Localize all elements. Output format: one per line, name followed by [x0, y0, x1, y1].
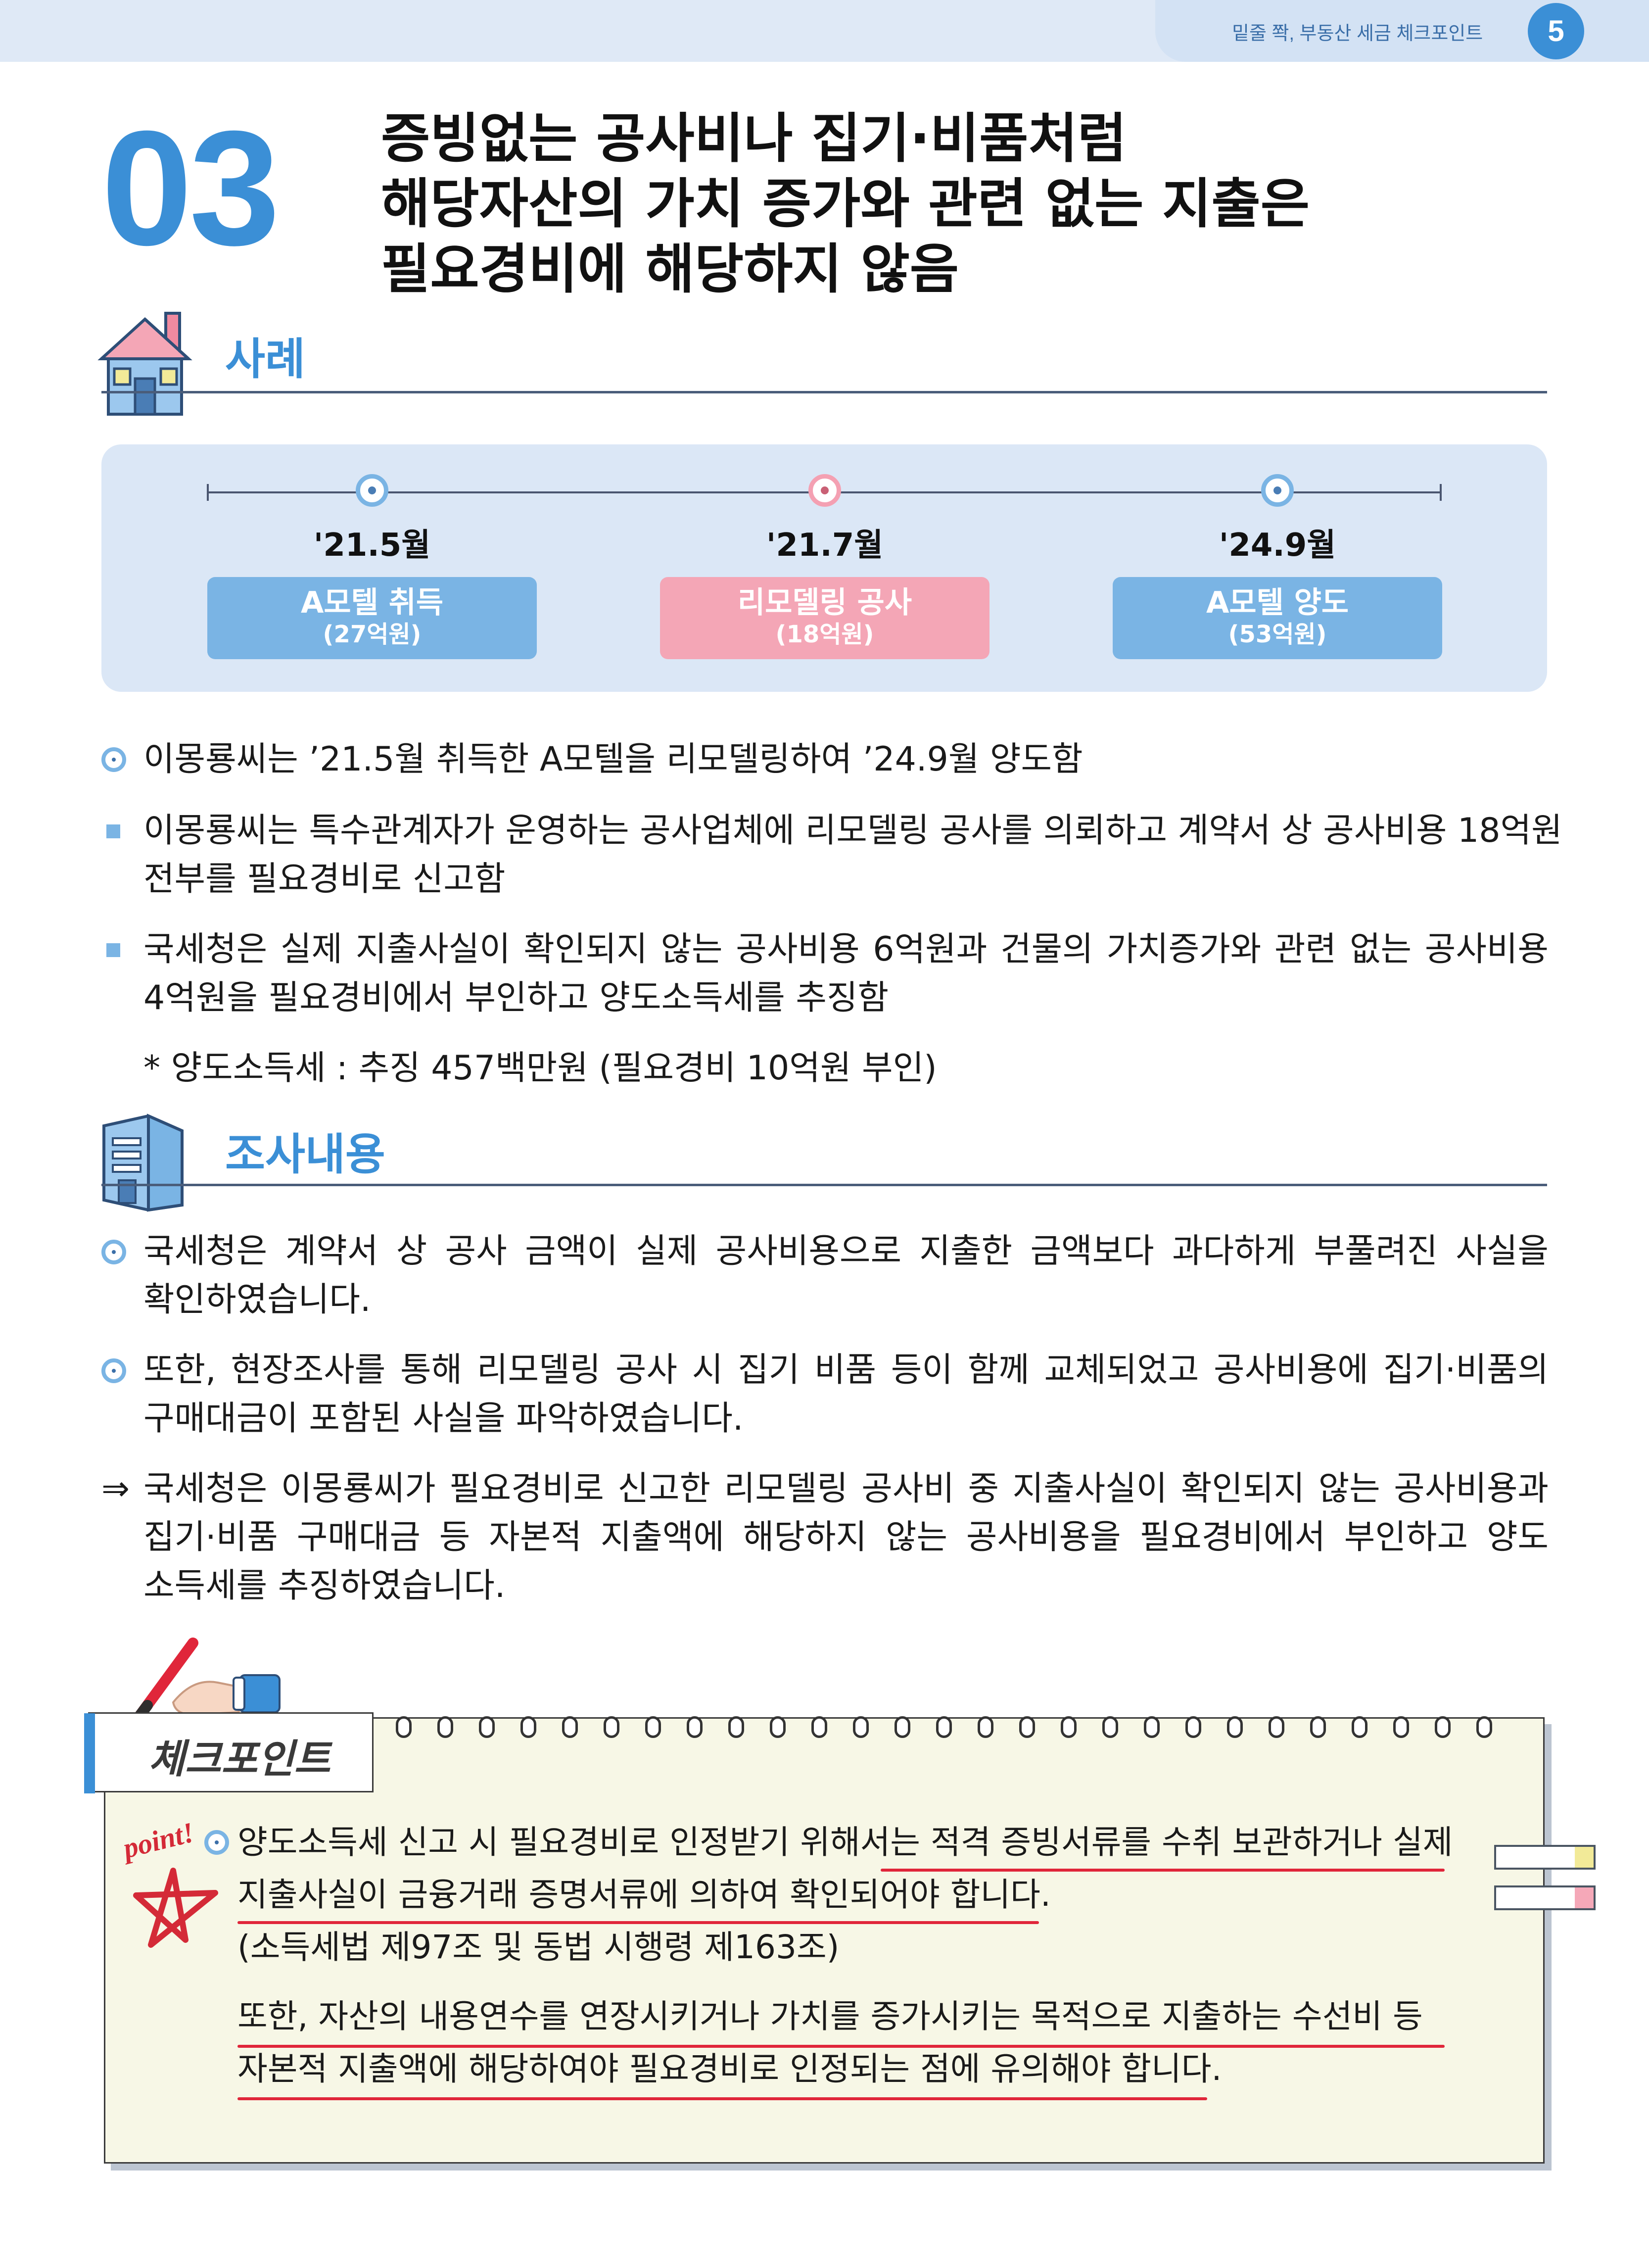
notebook-ring [1269, 1716, 1284, 1738]
building-icon [102, 1113, 184, 1212]
timeline-card-acquire: A모텔 취득 (27억원) [207, 577, 537, 659]
notebook-ring [1144, 1716, 1160, 1738]
investigation-conclusion: 국세청은 이몽룡씨가 필요경비로 신고한 리모델링 공사비 중 지출사실이 확인… [143, 1469, 1549, 1605]
bullet-circle-icon [204, 1830, 229, 1855]
section-number: 03 [101, 97, 280, 279]
timeline-dot-1 [356, 474, 388, 507]
notebook-ring [895, 1716, 910, 1738]
checkpoint-line-5: 자본적 지출액에 해당하여야 필요경비로 인정되는 점에 유의해야 합니다. [237, 2050, 1222, 2088]
house-icon [97, 312, 192, 416]
notebook-ring [1185, 1716, 1201, 1738]
notebook-ring [936, 1716, 952, 1738]
timeline-card-amount: (18억원) [775, 621, 874, 648]
notebook-ring [1061, 1716, 1077, 1738]
timeline-card-label: A모텔 양도 [1206, 585, 1349, 620]
timeline-card-amount: (53억원) [1228, 621, 1327, 648]
underline-mark [237, 2097, 1207, 2100]
notebook-ring [770, 1716, 786, 1738]
title-line-3: 필요경비에 해당하지 않음 [381, 239, 959, 300]
timeline-card-amount: (27억원) [323, 621, 422, 648]
notebook-ring [811, 1716, 827, 1738]
notebook-ring [520, 1716, 536, 1738]
side-tab-pink [1494, 1885, 1596, 1910]
page-title: 증빙없는 공사비나 집기·비품처럼 해당자산의 가치 증가와 관련 없는 지출은… [381, 106, 1310, 302]
notebook-ring [396, 1716, 412, 1738]
bullet-circle-icon [101, 747, 126, 772]
timeline-dot-2 [808, 474, 841, 507]
investigation-bullet-1: 국세청은 계약서 상 공사 금액이 실제 공사비용으로 지출한 금액보다 과다하… [143, 1232, 1549, 1319]
checkpoint-line-3: (소득세법 제97조 및 동법 시행령 제163조) [237, 1928, 840, 1966]
timeline-card-label: 리모델링 공사 [737, 585, 912, 620]
checkpoint-text: 양도소득세 신고 시 필요경비로 인정받기 위해서는 적격 증빙서류를 수취 보… [237, 1816, 1453, 2095]
notebook-ring [1435, 1716, 1451, 1738]
underline-mark [881, 1869, 1445, 1872]
notebook-ring [1393, 1716, 1409, 1738]
checkpoint-tab [88, 1712, 374, 1792]
investigation-bullet-2: 또한, 현장조사를 통해 리모델링 공사 시 집기 비품 등이 함께 교체되었고… [143, 1351, 1549, 1438]
notebook-ring [479, 1716, 495, 1738]
case-bullet-1: 이몽룡씨는 ’21.5월 취득한 A모텔을 리모델링하여 ’24.9월 양도함 [143, 740, 1083, 779]
case-bullet-2: 이몽룡씨는 특수관계자가 운영하는 공사업체에 리모델링 공사를 의뢰하고 계약… [143, 811, 1562, 899]
notebook-ring [645, 1716, 661, 1738]
case-bullet-3: 국세청은 실제 지출사실이 확인되지 않는 공사비용 6억원과 건물의 가치증가… [143, 930, 1549, 1017]
timeline-start-tick [207, 484, 209, 501]
notebook-ring [1476, 1716, 1492, 1738]
timeline-dot-3 [1261, 474, 1294, 507]
checkpoint-tab-accent [84, 1713, 95, 1793]
notebook-ring [562, 1716, 578, 1738]
checkpoint-line-2: 지출사실이 금융거래 증명서류에 의하여 확인되어야 합니다. [237, 1876, 1051, 1914]
underline-mark [237, 2045, 1445, 2048]
bullet-circle-icon [101, 1358, 126, 1383]
bullet-square-icon [106, 824, 120, 838]
case-section-divider [101, 391, 1547, 393]
timeline-end-tick [1440, 484, 1442, 501]
timeline-date-3: '24.9월 [1219, 527, 1336, 564]
notebook-ring [604, 1716, 619, 1738]
case-section-title: 사례 [225, 334, 305, 385]
timeline-card-label: A모텔 취득 [300, 585, 444, 620]
notebook-ring [1310, 1716, 1326, 1738]
checkpoint-line-1: 양도소득세 신고 시 필요경비로 인정받기 위해서는 적격 증빙서류를 수취 보… [237, 1823, 1453, 1861]
notebook-ring [1227, 1716, 1243, 1738]
checkpoint-title: 체크포인트 [148, 1736, 330, 1782]
investigation-section-title: 조사내용 [225, 1129, 385, 1180]
timeline-card-remodel: 리모델링 공사 (18억원) [660, 577, 989, 659]
checkpoint-line-4: 또한, 자산의 내용연수를 연장시키거나 가치를 증가시키는 목적으로 지출하는… [237, 1997, 1423, 2035]
notebook-ring [437, 1716, 453, 1738]
bullet-square-icon [106, 943, 120, 957]
notebook-ring [687, 1716, 703, 1738]
underline-mark [237, 1921, 1039, 1924]
conclusion-arrow: ⇒ [101, 1469, 130, 1508]
pen-hand-icon [133, 1638, 281, 1723]
investigation-section-divider [101, 1184, 1547, 1186]
page-number: 5 [1528, 3, 1584, 59]
timeline-date-2: '21.7월 [766, 527, 884, 564]
case-note: * 양도소득세 : 추징 457백만원 (필요경비 10억원 부인) [143, 1049, 937, 1088]
notebook-ring [1102, 1716, 1118, 1738]
timeline-card-transfer: A모텔 양도 (53억원) [1113, 577, 1442, 659]
timeline-date-1: '21.5월 [313, 527, 431, 564]
notebook-ring [853, 1716, 869, 1738]
side-tab-yellow [1494, 1845, 1596, 1870]
title-line-2: 해당자산의 가치 증가와 관련 없는 지출은 [381, 173, 1310, 235]
notebook-ring [978, 1716, 993, 1738]
star-scribble-icon [133, 1868, 218, 1948]
title-line-1: 증빙없는 공사비나 집기·비품처럼 [381, 108, 1127, 170]
notebook-ring [728, 1716, 744, 1738]
bullet-circle-icon [101, 1240, 126, 1264]
notebook-ring [1352, 1716, 1367, 1738]
header-text: 밑줄 쫙, 부동산 세금 체크포인트 [1232, 23, 1483, 44]
notebook-ring [1019, 1716, 1035, 1738]
